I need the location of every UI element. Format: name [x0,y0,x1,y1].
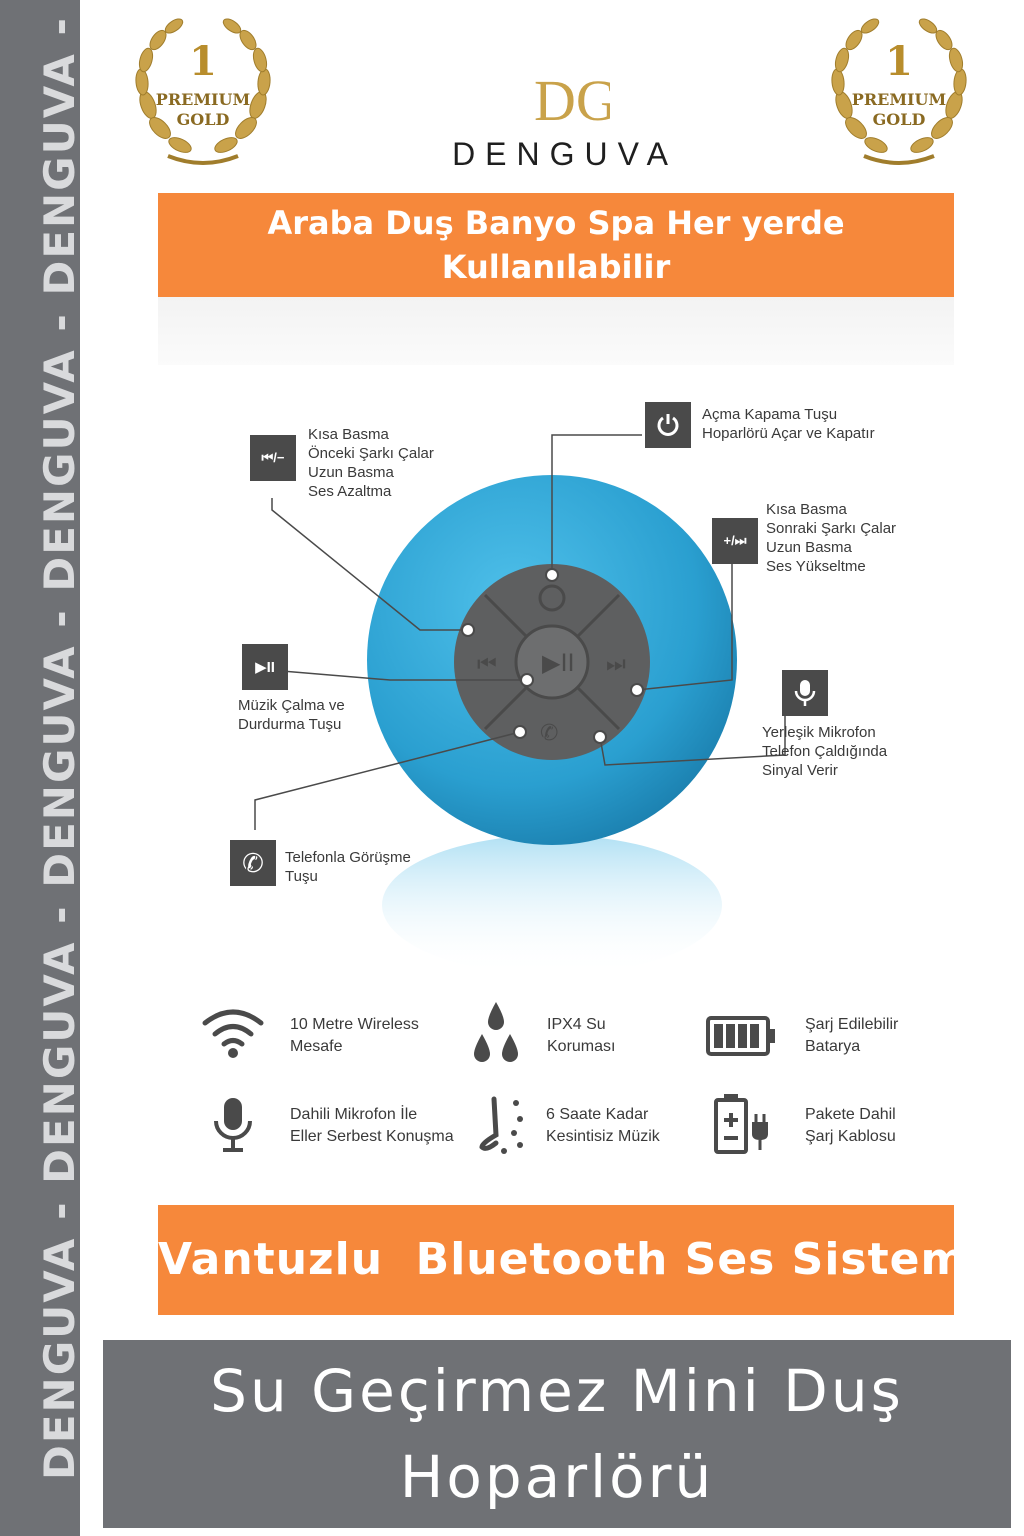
prev-callout-text: Kısa Basma Önceki Şarkı Çalar Uzun Basma… [308,425,468,501]
next-callout-text: Kısa Basma Sonraki Şarkı Çalar Uzun Basm… [766,500,946,576]
power-icon [645,402,691,448]
next-volume-up-icon: +/⏭ [712,518,758,564]
microphone-icon [782,670,828,716]
callout-line: Telefonla Görüşme [285,849,411,866]
feature-wifi-text: 10 Metre Wireless Mesafe [290,1014,419,1058]
prev-icon-label: ⏮/− [261,450,285,465]
callout-line: Sinyal Verir [762,762,838,779]
badge-line2: GOLD [872,110,926,129]
callout-line: Durdurma Tuşu [238,716,342,733]
callout-line: Telefon Çaldığında [762,743,888,760]
logo-mark: DG [530,62,618,133]
callout-line: Önceki Şarkı Çalar [308,445,434,462]
callout-line: Uzun Basma [766,539,852,556]
badge-line1: PREMIUM [851,90,947,109]
usage-banner-line1: Araba Duş Banyo Spa Her yerde [267,204,845,242]
callout-line: Tuşu [285,868,318,885]
feature-music-text: 6 Saate Kadar Kesintisiz Müzik [546,1104,660,1148]
svg-text:⏭: ⏭ [606,652,626,677]
play-pause-icon: ▶II [242,644,288,690]
phone-glyph: ✆ [242,847,264,878]
dg-monogram-icon: DG [534,68,618,133]
callout-line: Yerleşik Mikrofon [762,724,876,741]
laurel-wreath-icon [135,18,271,165]
product-title-line1: Su Geçirmez Mini Duş [210,1357,904,1425]
water-drops-icon [474,1002,518,1062]
svg-text:✆: ✆ [540,721,558,746]
premium-gold-badge-left: 1 PREMIUM GOLD [128,10,278,170]
feature-line2: Şarj Kablosu [805,1128,896,1145]
wifi-icon [202,1009,264,1058]
product-title-line2: Hoparlörü [399,1443,715,1511]
callout-line: Ses Azaltma [308,483,392,500]
feature-line1: Şarj Edilebilir [805,1016,899,1033]
play-callout-text: Müzik Çalma ve Durdurma Tuşu [238,696,398,734]
badge-line1: PREMIUM [155,90,251,109]
power-callout-text: Açma Kapama Tuşu Hoparlörü Açar ve Kapat… [702,405,922,443]
product-title-box: Su Geçirmez Mini Duş Hoparlörü [103,1340,1011,1528]
svg-text:⏮: ⏮ [477,652,497,677]
callout-line: Müzik Çalma ve [238,697,345,714]
callout-line: Açma Kapama Tuşu [702,406,838,423]
side-brand-text: DENGUVA - DENGUVA - DENGUVA - DENGUVA - … [35,0,80,1480]
charger-icon [714,1094,768,1154]
feature-mic-text: Dahili Mikrofon İle Eller Serbest Konuşm… [290,1104,454,1148]
feature-line1: 6 Saate Kadar [546,1106,649,1123]
usage-banner: Araba Duş Banyo Spa Her yerde Kullanılab… [158,193,954,297]
badge-number: 1 [885,38,913,85]
feature-line1: IPX4 Su [547,1016,606,1033]
callout-line: Ses Yükseltme [766,558,866,575]
callout-line: Hoparlörü Açar ve Kapatır [702,425,875,442]
feature-battery-text: Şarj Edilebilir Batarya [805,1014,898,1058]
feature-line1: Pakete Dahil [805,1106,896,1123]
prev-volume-down-icon: ⏮/− [250,435,296,481]
next-icon-label: +/⏭ [723,533,747,548]
speaker-diagram: ▶II ⏮ ⏭ ✆ [150,380,980,980]
fade-band [158,297,954,365]
feature-charger-text: Pakete Dahil Şarj Kablosu [805,1104,896,1148]
mic-symbol-icon [794,680,816,706]
callout-line: Sonraki Şarkı Çalar [766,520,897,537]
feature-line1: Dahili Mikrofon İle [290,1106,418,1123]
feature-line2: Mesafe [290,1038,343,1055]
callout-line: Uzun Basma [308,464,394,481]
svg-text:▶II: ▶II [542,649,575,677]
usage-banner-line2: Kullanılabilir [441,248,671,286]
product-type-text: Vantuzlu Bluetooth Ses Sistemi [158,1234,984,1285]
denguva-logo: DG DENGUVA [440,62,690,172]
music-notes-icon [479,1096,523,1154]
logo-wordmark: DENGUVA [452,136,678,172]
feature-line2: Batarya [805,1038,861,1055]
badge-line2: GOLD [176,110,230,129]
power-symbol-icon [657,414,679,436]
feature-line2: Kesintisiz Müzik [546,1128,660,1145]
mic-callout-text: Yerleşik Mikrofon Telefon Çaldığında Sin… [762,723,942,780]
battery-icon [706,1016,775,1056]
callout-line: Kısa Basma [766,501,847,518]
product-type-banner: Vantuzlu Bluetooth Ses Sistemi [158,1205,982,1315]
premium-gold-badge-right: 1 PREMIUM GOLD [824,10,974,170]
callout-line: Kısa Basma [308,426,389,443]
microphone-icon [214,1098,252,1152]
logo-mark-text: DG [534,68,610,132]
phone-callout-text: Telefonla Görüşme Tuşu [285,848,465,886]
feature-line2: Eller Serbest Konuşma [290,1128,454,1145]
play-icon-label: ▶II [255,659,275,676]
feature-line1: 10 Metre Wireless [290,1016,419,1033]
speaker-illustration: ▶II ⏮ ⏭ ✆ [254,434,786,975]
laurel-wreath-icon [831,18,967,165]
side-brand-strip: DENGUVA - DENGUVA - DENGUVA - DENGUVA - … [0,0,80,1536]
badge-number: 1 [189,38,217,85]
phone-icon: ✆ [230,840,276,886]
feature-ipx4-text: IPX4 Su Koruması [547,1014,615,1058]
feature-line2: Koruması [547,1038,616,1055]
